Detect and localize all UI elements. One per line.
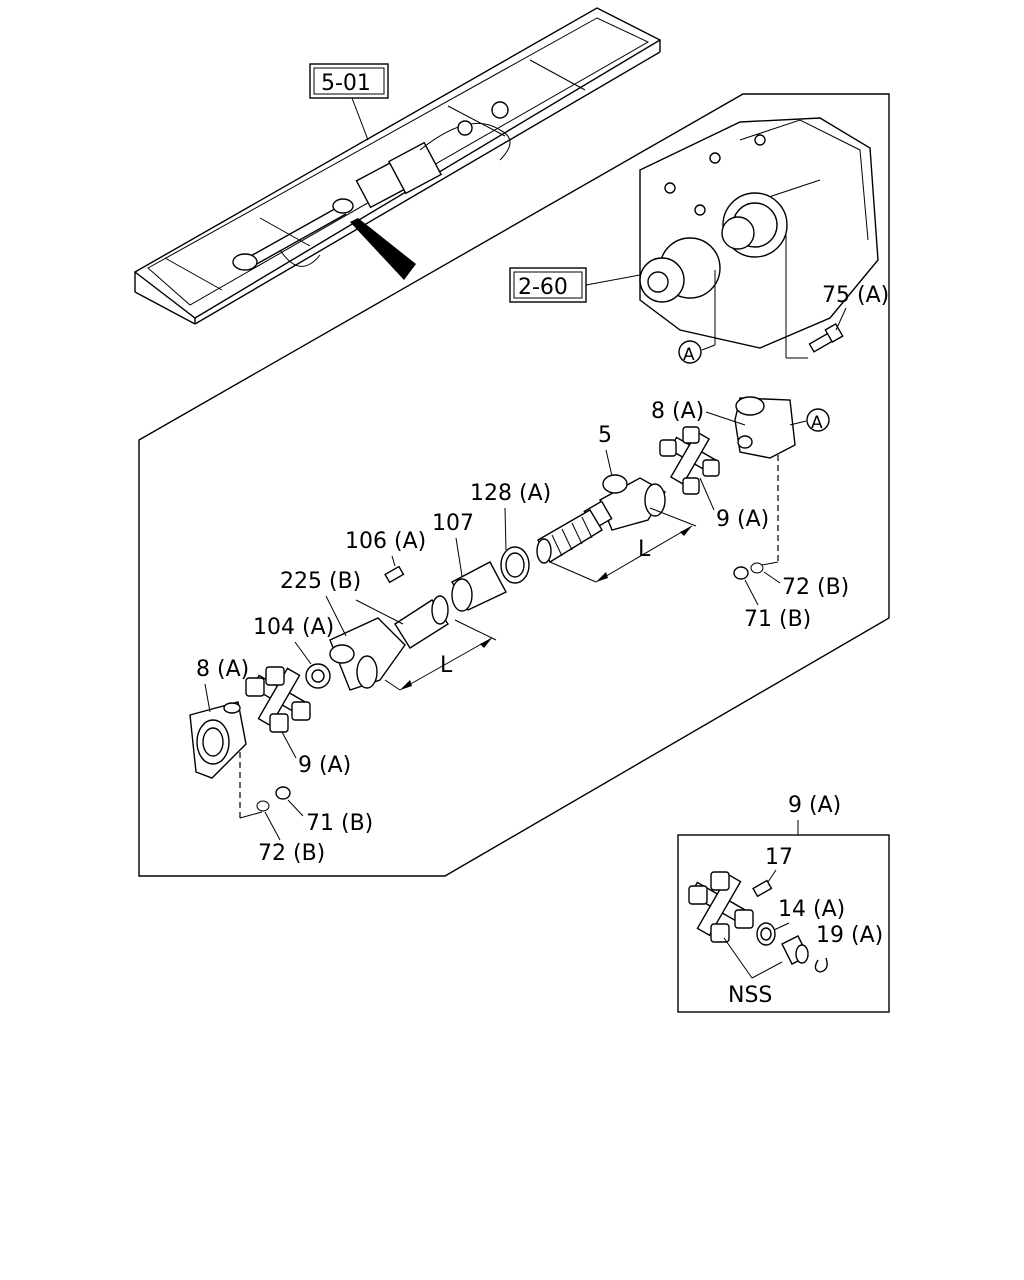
- ref-box-2-60: 2-60: [509, 267, 641, 303]
- label-nss: NSS: [728, 983, 772, 1008]
- label-l-lower: L: [440, 653, 453, 678]
- label-104a: 104 (A): [253, 615, 334, 640]
- ref-label-5-01: 5-01: [321, 71, 371, 96]
- sleeve-107: 107: [432, 511, 507, 612]
- bolt-75a: 75 (A): [808, 283, 889, 353]
- ref-box-5-01: 5-01: [309, 63, 389, 141]
- tube-yoke-225b: 225 (B): [280, 569, 449, 691]
- label-225b: 225 (B): [280, 569, 361, 594]
- universal-joint-spider-9a-top: 9 (A): [659, 426, 769, 532]
- label-9a-top: 9 (A): [716, 507, 769, 532]
- circle-a-label-2: A: [811, 413, 823, 433]
- label-71b-right: 71 (B): [744, 607, 811, 632]
- nut-washer-left: 71 (B) 72 (B): [256, 786, 373, 866]
- detail-outline: [138, 93, 890, 877]
- label-5: 5: [598, 423, 612, 448]
- label-75a: 75 (A): [822, 283, 889, 308]
- plug-104a: 104 (A): [253, 615, 334, 689]
- label-107: 107: [432, 511, 474, 536]
- dimension-l-lower: L: [384, 619, 497, 691]
- label-8a-top: 8 (A): [651, 399, 704, 424]
- seal-128a: 128 (A): [470, 481, 551, 584]
- grease-fitting-106a: 106 (A): [345, 529, 426, 584]
- label-14a: 14 (A): [778, 897, 845, 922]
- label-128a: 128 (A): [470, 481, 551, 506]
- circle-a-label: A: [683, 345, 695, 365]
- label-l-top: L: [638, 537, 651, 562]
- label-72b-left: 72 (B): [258, 841, 325, 866]
- transmission-illustration: [639, 117, 879, 359]
- flange-yoke-8a-top: 8 (A) A: [651, 396, 830, 566]
- chassis-frame-illustration: [133, 7, 662, 325]
- circle-a-transmission: A: [678, 340, 716, 365]
- label-19a: 19 (A): [816, 923, 883, 948]
- label-71b-left: 71 (B): [306, 811, 373, 836]
- nut-washer-right: 72 (B) 71 (B): [733, 562, 849, 632]
- dimension-l-top: L: [549, 507, 697, 583]
- ref-label-2-60: 2-60: [518, 275, 568, 300]
- universal-joint-spider-9a-left: 9 (A): [245, 666, 351, 778]
- label-9a-left: 9 (A): [298, 753, 351, 778]
- label-106a: 106 (A): [345, 529, 426, 554]
- flange-yoke-8a-left: 8 (A): [189, 657, 263, 819]
- label-17: 17: [765, 845, 793, 870]
- inset-detail-9a: 9 (A) 17 14 (A) 19 (A) NSS: [677, 793, 890, 1013]
- label-72b-right: 72 (B): [782, 575, 849, 600]
- splined-shaft: [536, 509, 603, 564]
- slip-yoke-5: 5: [583, 423, 666, 531]
- label-8a-left: 8 (A): [196, 657, 249, 682]
- inset-title: 9 (A): [788, 793, 841, 818]
